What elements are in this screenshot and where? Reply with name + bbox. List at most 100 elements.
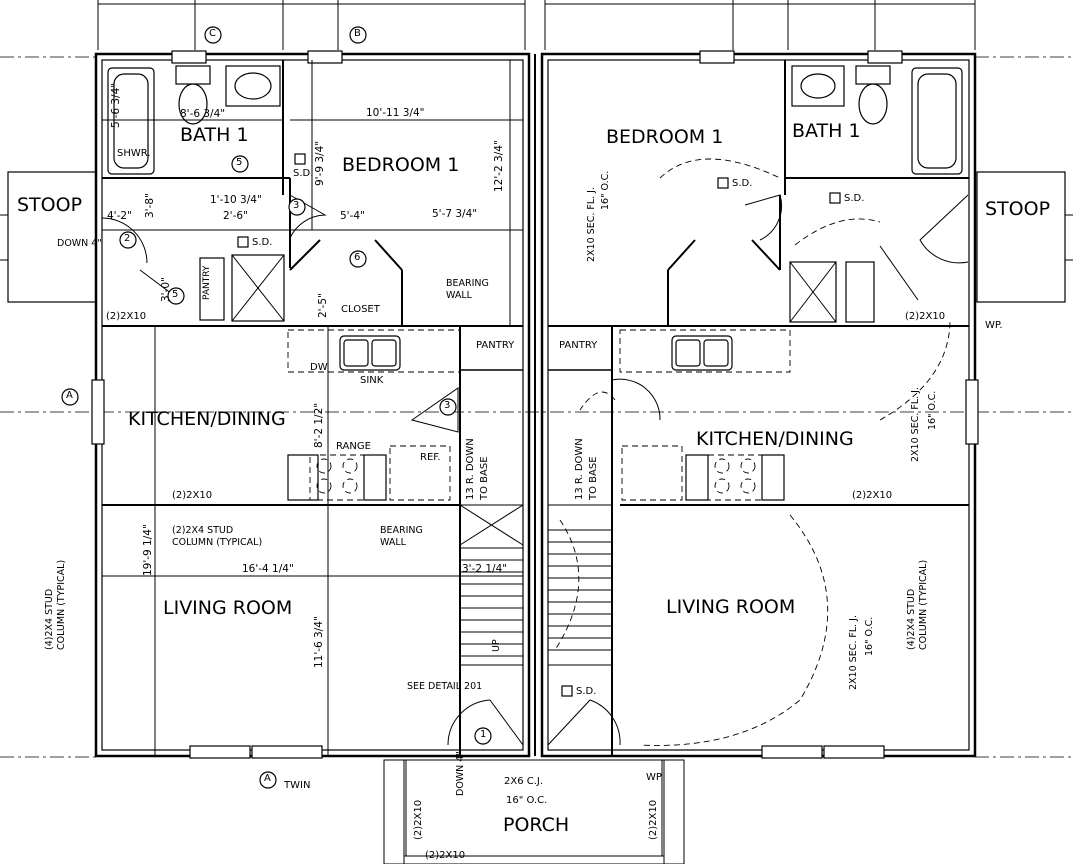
room-label-living-right: LIVING ROOM <box>666 596 796 618</box>
dim-hall-1: 1'-10 3/4" <box>210 194 262 206</box>
note-down-4: DOWN 4" <box>57 238 102 249</box>
note-sd-3: S.D. <box>732 178 753 189</box>
note-up: UP <box>491 639 502 652</box>
note-beam-top-left: (2)2X10 <box>106 311 147 322</box>
room-label-kitchen-right: KITCHEN/DINING <box>696 428 854 450</box>
note-col-4b-right: COLUMN (TYPICAL) <box>918 559 929 650</box>
note-see-detail: SEE DETAIL 201 <box>407 681 483 692</box>
note-col-4: (4)2X4 STUD <box>44 588 55 650</box>
note-sd-1: S.D. <box>293 168 314 179</box>
note-stairs-left: 13 R. DOWN <box>465 438 476 500</box>
dim-pantry-depth: 3'-0" <box>160 277 172 302</box>
room-label-pantry-right: PANTRY <box>559 340 598 351</box>
room-label-kitchen-left: KITCHEN/DINING <box>128 408 286 430</box>
note-sd-2: S.D. <box>252 237 273 248</box>
room-label-stoop-left: STOOP <box>17 194 83 216</box>
note-wp-1: WP. <box>985 320 1003 331</box>
note-sec-flj-1b: 16" O.C. <box>600 170 611 210</box>
note-beam-mid-right: (2)2X10 <box>852 490 893 501</box>
dim-stair-width: 3'-2 1/4" <box>462 563 508 575</box>
note-porch-beam: (2)2X10 <box>425 850 466 861</box>
grid-marker-b: B <box>354 28 361 39</box>
room-label-stoop-right: STOOP <box>985 198 1051 220</box>
door-marker-2: 2 <box>124 233 131 244</box>
dim-bedroom-total-depth: 12'-2 3/4" <box>493 140 505 192</box>
room-label-bath-right: BATH 1 <box>792 120 861 142</box>
stoop-right <box>976 171 1073 303</box>
note-sd-5: S.D. <box>576 686 597 697</box>
dim-hall-3: 4'-2" <box>107 210 132 222</box>
note-twin: TWIN <box>284 780 311 791</box>
room-label-bedroom-left: BEDROOM 1 <box>342 154 460 176</box>
dim-hall-6: 5'-7 3/4" <box>432 208 478 220</box>
note-sd-4: S.D. <box>844 193 865 204</box>
dim-bedroom-depth: 9'-9 3/4" <box>314 140 326 186</box>
note-bearing-wall: BEARING <box>446 278 489 289</box>
dim-kitchen-depth: 8'-2 1/2" <box>313 402 325 448</box>
porch <box>383 759 685 864</box>
note-porch-side-left: (2)2X10 <box>413 799 424 840</box>
note-down-4-porch: DOWN 4" <box>455 751 466 796</box>
dim-living-depth-total: 19'-9 1/4" <box>142 524 154 576</box>
note-porch-cj: 2X6 C.J. <box>504 776 544 787</box>
room-label-porch: PORCH <box>503 814 570 836</box>
room-label-pantry-small-left: PANTRY <box>202 265 212 300</box>
label-sink-left: SINK <box>360 375 384 386</box>
note-bearing-wall-2: WALL <box>446 290 472 301</box>
dim-living-width: 16'-4 1/4" <box>242 563 294 575</box>
dim-bath-depth: 5'-6 3/4" <box>110 82 122 128</box>
top-dimension-lines <box>97 0 976 50</box>
dim-living-depth: 11'-6 3/4" <box>313 616 325 668</box>
door-marker-3b: 3 <box>444 400 451 411</box>
note-sec-flj-3b: 16" O.C. <box>864 616 875 656</box>
room-label-bedroom-right: BEDROOM 1 <box>606 126 724 148</box>
room-label-bath-left: BATH 1 <box>180 124 249 146</box>
label-range-left: RANGE <box>336 441 371 452</box>
stoop-left <box>0 171 97 303</box>
label-ref-left: REF. <box>420 452 441 463</box>
right-interior-walls <box>548 60 969 756</box>
right-bath-fixtures <box>791 65 963 175</box>
grid-marker-a-bottom: A <box>264 773 271 784</box>
dim-bath-width: 8'-6 3/4" <box>180 108 226 120</box>
note-bearing-wall-b: BEARING <box>380 525 423 536</box>
note-sec-flj-3: 2X10 SEC. FL. J. <box>848 615 859 690</box>
note-wp-2: WP. <box>646 772 664 783</box>
note-col-4b: COLUMN (TYPICAL) <box>56 559 67 650</box>
left-bath-fixtures <box>107 65 281 175</box>
note-stairs-right: 13 R. DOWN <box>574 438 585 500</box>
door-swings <box>101 194 969 746</box>
door-marker-5a: 5 <box>236 157 243 168</box>
note-col-4-right: (4)2X4 STUD <box>906 588 917 650</box>
dim-hall-5: 5'-4" <box>340 210 365 222</box>
note-bearing-wall-b2: WALL <box>380 537 406 548</box>
door-marker-5b: 5 <box>172 289 179 300</box>
grid-bubbles <box>61 26 492 789</box>
note-beam-mid-left: (2)2X10 <box>172 490 213 501</box>
label-dw-left: DW <box>310 362 328 373</box>
dim-hall-4: 3'-8" <box>144 193 156 218</box>
note-sec-flj-2: 2X10 SEC. FL. J. <box>910 387 921 462</box>
note-stud-column: (2)2X4 STUD <box>172 525 234 536</box>
note-beam-top-right: (2)2X10 <box>905 311 946 322</box>
left-stairs <box>459 504 524 666</box>
dim-bedroom-width: 10'-11 3/4" <box>366 107 425 119</box>
note-sec-flj-2b: 16" O.C. <box>927 390 938 430</box>
note-stud-column-2: COLUMN (TYPICAL) <box>172 537 263 548</box>
windows <box>91 50 979 759</box>
note-stairs-right-2: TO BASE <box>588 456 599 500</box>
room-label-closet-left: CLOSET <box>341 304 380 315</box>
grid-marker-a-left: A <box>66 390 73 401</box>
dimension-lines <box>102 60 523 756</box>
room-label-pantry-left: PANTRY <box>476 340 515 351</box>
note-porch-cj-oc: 16" O.C. <box>506 795 548 806</box>
label-shower-left: SHWR. <box>117 148 151 159</box>
door-marker-6: 6 <box>354 252 361 263</box>
electrical-circuits <box>554 158 951 746</box>
note-stairs-left-2: TO BASE <box>479 456 490 500</box>
room-label-living-left: LIVING ROOM <box>163 597 293 619</box>
right-kitchen-counters <box>619 329 791 501</box>
note-porch-side-right: (2)2X10 <box>648 799 659 840</box>
